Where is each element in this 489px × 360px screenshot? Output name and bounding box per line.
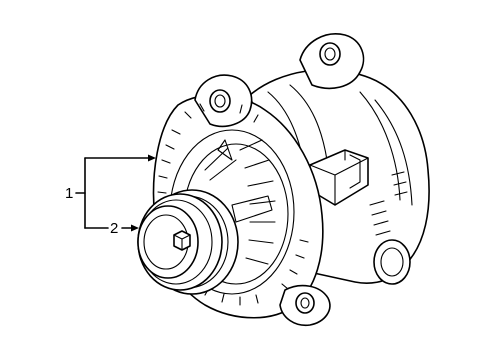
callout-1-arrowhead <box>148 154 156 162</box>
alternator-assembly-drawing <box>137 33 430 327</box>
callout-2-leader <box>84 224 139 232</box>
callout-1-label: 1 <box>65 185 73 202</box>
callout-1-leader <box>75 154 156 229</box>
callout-2-arrowhead <box>131 224 139 232</box>
callout-2-label: 2 <box>110 220 118 237</box>
